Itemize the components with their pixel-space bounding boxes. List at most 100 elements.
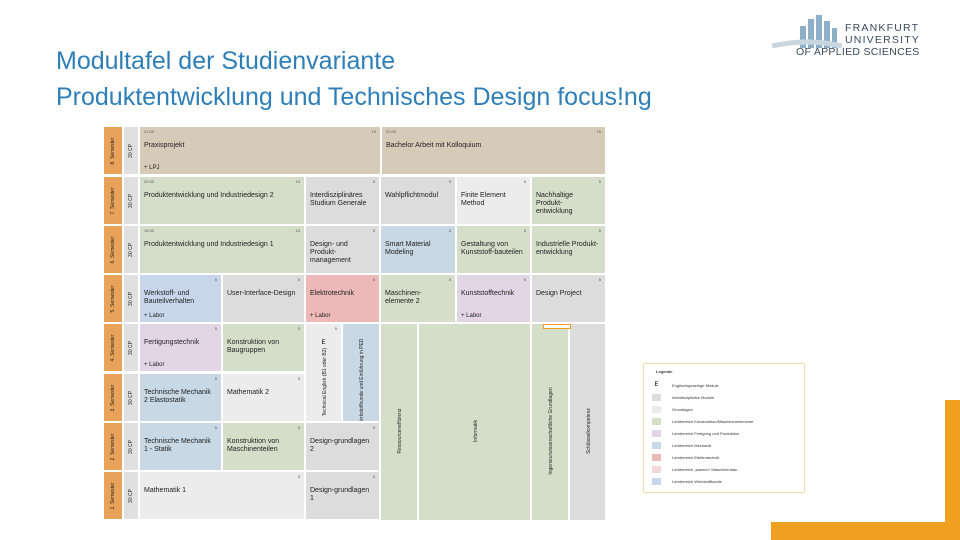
module-name: Fertigungstechnik bbox=[144, 339, 200, 346]
semester-label-text: 2. Semester bbox=[110, 433, 116, 460]
semester-cp: 30 CP bbox=[123, 323, 139, 372]
semester-label-text: 7. Semester bbox=[110, 187, 116, 214]
module-name: Interdisziplinäres Studium Generale bbox=[310, 192, 367, 207]
semester-label: 1. Semester bbox=[103, 471, 123, 520]
semester-label: 6. Semester bbox=[103, 225, 123, 274]
module-name: Elektrotechnik bbox=[310, 290, 354, 297]
module-cp: 5 bbox=[448, 228, 451, 233]
module-cp: 5 bbox=[214, 425, 217, 430]
semester-label-text: 4. Semester bbox=[110, 334, 116, 361]
module-cp: 5 bbox=[372, 277, 375, 282]
vertical-module-name: Werkstoffkunde und Einführung in PED bbox=[359, 338, 365, 422]
vertical-module-cell[interactable]: Werkstoffkunde und Einführung in PED bbox=[342, 323, 380, 422]
legend-text: Lehrbereich Mechanik bbox=[672, 443, 712, 448]
module-cp: 5 bbox=[297, 277, 300, 282]
semester-label-text: 3. Semester bbox=[110, 384, 116, 411]
module-cp: 5 bbox=[214, 376, 217, 381]
legend-text: Interdisziplinäre Module bbox=[672, 395, 715, 400]
semester-cp-text: 30 CP bbox=[128, 439, 134, 454]
module-cp: 15 bbox=[371, 129, 376, 134]
semester-cp: 30 CP bbox=[123, 422, 139, 471]
semester-cp-text: 30 CP bbox=[128, 488, 134, 503]
university-logo-icon bbox=[772, 15, 843, 49]
semester-label: 4. Semester bbox=[103, 323, 123, 372]
module-name: Produktentwicklung und Industriedesign 1 bbox=[144, 241, 274, 248]
vertical-module-cell[interactable]: Ingenieurwissenschaftliche Grundlagen bbox=[531, 323, 569, 521]
module-name: Industrielle Produkt-entwicklung bbox=[536, 241, 599, 256]
module-name: Konstruktion von Maschinenteilen bbox=[227, 438, 280, 453]
vertical-module-cell[interactable]: Ressourceneffizienz bbox=[380, 323, 418, 521]
module-name: Praxisprojekt bbox=[144, 142, 185, 149]
module-cp: 5 bbox=[297, 376, 300, 381]
page-title-line-1: Modultafel der Studienvariante bbox=[56, 47, 396, 75]
semester-label-text: 1. Semester bbox=[110, 482, 116, 509]
module-name: Finite Element Method bbox=[461, 192, 506, 207]
legend-swatch bbox=[652, 406, 661, 413]
module-name: User-Interface-Design bbox=[227, 290, 296, 297]
logo-line-2: UNIVERSITY bbox=[845, 34, 921, 46]
legend-text: Englischsprachige Module bbox=[672, 383, 719, 388]
module-lab: + Labor bbox=[310, 313, 331, 319]
vertical-module-cell[interactable]: Schlüsselkompetenz bbox=[569, 323, 606, 521]
module-cp: 5 bbox=[297, 425, 300, 430]
legend-item: Lehrbereich Elektrotechnik bbox=[652, 454, 802, 462]
legend-text: Lehrbereich Fertigung und Produktion bbox=[672, 431, 740, 436]
semester-cp: 30 CP bbox=[123, 176, 139, 225]
module-name: Design- und Produkt-management bbox=[310, 241, 351, 264]
semester-label: 5. Semester bbox=[103, 274, 123, 323]
module-name: Kunststofftechnik bbox=[461, 290, 515, 297]
semester-cp: 30 CP bbox=[123, 274, 139, 323]
semester-cp: 30 CP bbox=[123, 373, 139, 422]
module-cp: 10 bbox=[295, 228, 300, 233]
module-name: Technische Mechanik 2 Elastostatik bbox=[144, 389, 211, 404]
semester-cp: 30 CP bbox=[123, 126, 139, 175]
legend-text: Lehrbereich Elektrotechnik bbox=[672, 455, 720, 460]
module-cp: 5 bbox=[523, 277, 526, 282]
accent-stripe-vertical bbox=[945, 400, 960, 540]
module-code: 22.00 bbox=[386, 129, 397, 134]
semester-cp-text: 30 CP bbox=[128, 242, 134, 257]
semester-label-text: 5. Semester bbox=[110, 285, 116, 312]
semester-label-text: 6. Semester bbox=[110, 236, 116, 263]
module-name: Produktentwicklung und Industriedesign 2 bbox=[144, 192, 274, 199]
module-name: Technische Mechanik 1 - Statik bbox=[144, 438, 211, 453]
vertical-module-cell[interactable]: Informatik bbox=[418, 323, 531, 521]
legend-swatch bbox=[652, 478, 661, 485]
logo-line-1: FRANKFURT bbox=[845, 22, 920, 34]
university-logo-text: FRANKFURT UNIVERSITY OF APPLIED SCIENCES bbox=[796, 22, 921, 58]
legend-swatch bbox=[652, 418, 661, 425]
module-name: Gestaltung von Kunststoff-bauteilen bbox=[461, 241, 523, 256]
module-name: Bachelor Arbeit mit Kolloquium bbox=[386, 142, 482, 149]
semester-cp-text: 30 CP bbox=[128, 340, 134, 355]
vertical-module-name: Informatik bbox=[472, 420, 479, 442]
